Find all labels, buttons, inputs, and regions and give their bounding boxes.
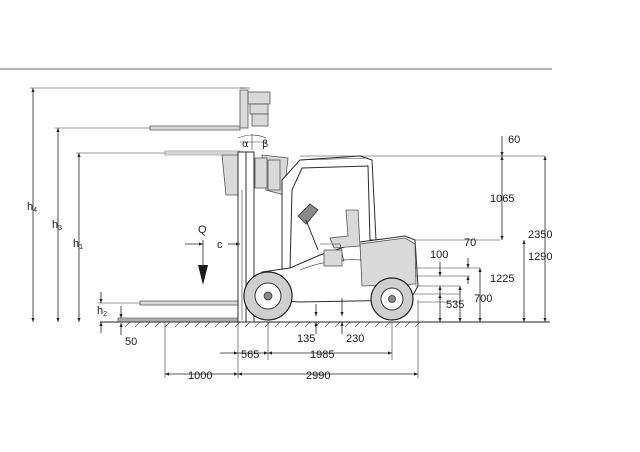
dim-70: 70 <box>464 237 476 249</box>
dim-700: 700 <box>474 293 492 305</box>
h2-label: h2 <box>97 305 107 318</box>
dim-230: 230 <box>346 333 364 345</box>
dim-1065: 1065 <box>490 193 514 205</box>
height-reference-lines <box>30 87 245 304</box>
dim-1225: 1225 <box>490 273 514 285</box>
top-carriage <box>239 87 271 129</box>
right-dimensions <box>438 136 547 322</box>
alpha-label: α <box>242 139 249 150</box>
beta-label: β <box>262 139 268 150</box>
dim-2350: 2350 <box>528 229 552 241</box>
dim-565: 565 <box>241 349 259 361</box>
dim-50: 50 <box>125 336 137 348</box>
length-dimensions <box>164 300 419 378</box>
load-center <box>185 240 240 285</box>
h4-label: h4 <box>27 201 37 214</box>
dim-2990: 2990 <box>306 370 330 382</box>
dim-60: 60 <box>508 134 520 146</box>
front-wheel <box>243 271 293 321</box>
tilt-angles <box>237 134 267 150</box>
height-dimensions <box>31 88 123 335</box>
dim-1985: 1985 <box>310 349 334 361</box>
mast <box>237 151 281 323</box>
dim-100: 100 <box>430 249 448 261</box>
load-center-c-label: c <box>217 239 223 251</box>
rear-wheel <box>370 277 414 321</box>
ground <box>100 321 550 328</box>
h1-label: h1 <box>73 238 83 251</box>
dim-535: 535 <box>446 299 464 311</box>
ground-clearance-dims <box>314 298 344 334</box>
dim-1000: 1000 <box>188 370 212 382</box>
dim-1290: 1290 <box>528 251 552 263</box>
h3-label: h3 <box>52 219 62 232</box>
fork-positions <box>117 87 271 323</box>
dim-135: 135 <box>297 333 315 345</box>
load-q-label: Q <box>198 224 207 236</box>
